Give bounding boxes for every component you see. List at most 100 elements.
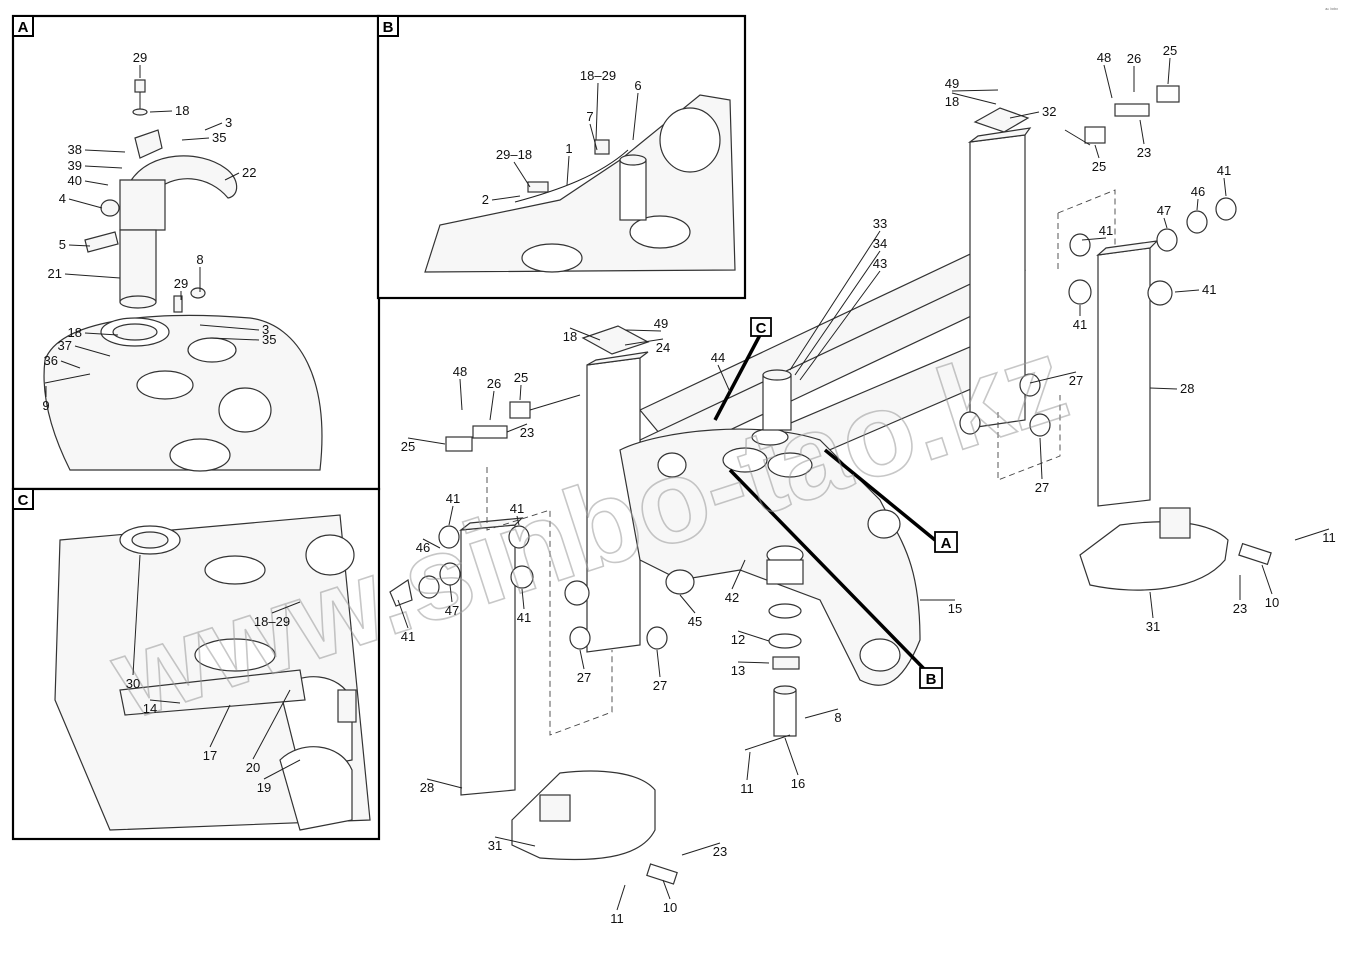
part-label-23: 23 (681, 842, 727, 859)
leader-line (426, 778, 463, 789)
stack-ring-2 (768, 603, 802, 619)
part-number: 46 (1191, 184, 1205, 199)
part-number: 4 (59, 191, 66, 206)
part-label-33: 33 (789, 216, 887, 371)
leader-line (595, 82, 599, 141)
part-label-47: 47 (445, 584, 459, 618)
callout-c-tag: C (756, 320, 767, 337)
part-number: 43 (873, 256, 887, 271)
part-label-11: 11 (740, 751, 754, 796)
leader-line (1103, 64, 1113, 99)
leader-line (1009, 111, 1040, 119)
leader-line (1081, 237, 1107, 241)
part-number: 45 (688, 614, 702, 629)
part-label-5: 5 (59, 237, 91, 252)
part-label-29: 29 (133, 50, 147, 78)
part-label-26: 26 (1127, 51, 1141, 92)
leader-line (1149, 591, 1154, 619)
washer-27b (646, 626, 668, 650)
part-number: 32 (1042, 104, 1056, 119)
part-number: 48 (1097, 50, 1111, 65)
leader-line (506, 423, 528, 433)
part-number: 37 (58, 338, 72, 353)
callout-a-tag: A (941, 535, 952, 552)
leader-line (209, 337, 260, 341)
leader-line (448, 505, 454, 526)
part-label-4: 4 (59, 191, 103, 209)
part-label-20: 20 (246, 689, 291, 775)
panel-a-ring (100, 199, 120, 217)
part-label-18-29: 18–29 (580, 68, 616, 141)
part-number: 34 (873, 236, 887, 251)
corner-mark: ᵃⁿ ᵇᵒᵇᵒ (1325, 7, 1338, 13)
part-label-25: 25 (1163, 43, 1177, 85)
part-number: 28 (420, 780, 434, 795)
leader-line (804, 708, 839, 719)
left-pin-26 (472, 425, 508, 439)
leader-line (717, 364, 731, 393)
leader-line (589, 123, 598, 151)
leader-line (1094, 144, 1100, 159)
part-number: 14 (143, 701, 157, 716)
part-number: 25 (1163, 43, 1177, 58)
part-label-41: 41 (510, 501, 524, 526)
part-label-31: 31 (488, 836, 536, 853)
part-label-47: 47 (1157, 203, 1171, 229)
leader-line (624, 329, 662, 332)
leader-line (459, 378, 463, 411)
part-number: 27 (577, 670, 591, 685)
part-label-27: 27 (1035, 437, 1049, 495)
part-number: 8 (196, 252, 203, 267)
part-number: 11 (1322, 530, 1336, 545)
part-number: 35 (212, 130, 226, 145)
leader-line (656, 649, 661, 678)
leader-line (1163, 217, 1168, 229)
part-number: 49 (945, 76, 959, 91)
part-label-2: 2 (482, 192, 521, 207)
part-label-46: 46 (1191, 184, 1205, 211)
callout-c-line (713, 334, 762, 421)
right-foot-pin (1238, 542, 1272, 566)
alignment-right (1057, 189, 1116, 245)
leader-line (513, 161, 531, 188)
part-number: 18 (68, 325, 82, 340)
leader-line (679, 594, 696, 614)
part-label-27: 27 (653, 649, 667, 693)
part-label-41: 41 (517, 588, 531, 625)
part-label-18: 18 (563, 327, 601, 344)
part-label-27: 27 (1029, 371, 1083, 388)
panel-b-tag-box (377, 15, 399, 37)
part-number: 31 (1146, 619, 1160, 634)
leader-line (263, 759, 301, 780)
part-number: 12 (731, 632, 745, 647)
part-number: 29–18 (496, 147, 532, 162)
part-label-8: 8 (196, 252, 204, 292)
part-label-29-18: 29–18 (496, 147, 532, 188)
leader-line (746, 751, 751, 781)
part-label-40: 40 (68, 173, 109, 188)
detail-panel-b: B (376, 14, 747, 300)
part-number: 26 (1127, 51, 1141, 66)
part-number: 18–29 (580, 68, 616, 83)
part-number: 36 (44, 353, 58, 368)
leader-line (199, 324, 260, 331)
leader-line (616, 884, 626, 911)
leader-line (422, 538, 441, 549)
part-number: 23 (1233, 601, 1247, 616)
part-label-13: 13 (731, 661, 770, 678)
part-number: 47 (1157, 203, 1171, 218)
part-number: 18 (563, 329, 577, 344)
leader-line (491, 195, 521, 201)
part-number: 27 (1035, 480, 1049, 495)
leader-line (799, 270, 881, 381)
part-number: 17 (203, 748, 217, 763)
right-foot-pad (1079, 521, 1229, 591)
callout-a-line (823, 448, 937, 542)
part-number: 41 (510, 501, 524, 516)
leader-line (1196, 198, 1199, 211)
leader-line (84, 332, 119, 336)
panel-c-bar (119, 669, 306, 716)
leader-line (624, 338, 664, 346)
part-label-38: 38 (68, 142, 126, 157)
callout-b-box (919, 667, 943, 689)
